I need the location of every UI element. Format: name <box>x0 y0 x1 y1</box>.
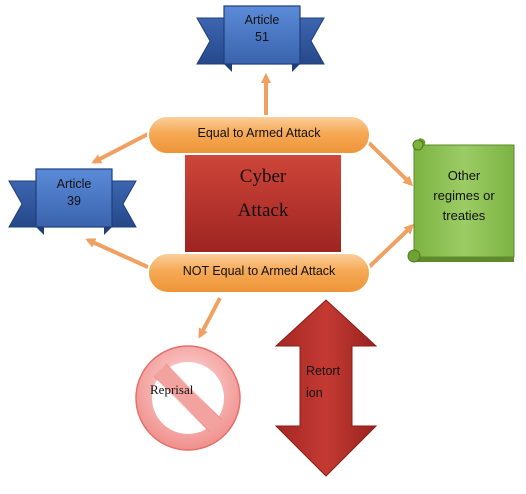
retortion-double-arrow <box>274 299 378 477</box>
cyber-attack-box <box>185 152 341 252</box>
article39-banner <box>8 168 137 235</box>
equal-armed-attack-pill <box>147 115 371 155</box>
not-equal-armed-attack-pill <box>147 252 371 294</box>
reprisal-prohibition-sign <box>135 345 241 451</box>
article51-banner <box>196 5 325 72</box>
arrow-to-reprisal <box>198 297 222 339</box>
arrow-notequal-to-article39 <box>85 238 151 270</box>
other-regimes-scroll <box>407 138 515 263</box>
arrow-equal-to-other-regimes <box>366 140 414 187</box>
arrow-to-article39 <box>91 130 153 164</box>
connectors <box>85 73 415 339</box>
arrow-notequal-to-other-regimes <box>366 223 415 270</box>
